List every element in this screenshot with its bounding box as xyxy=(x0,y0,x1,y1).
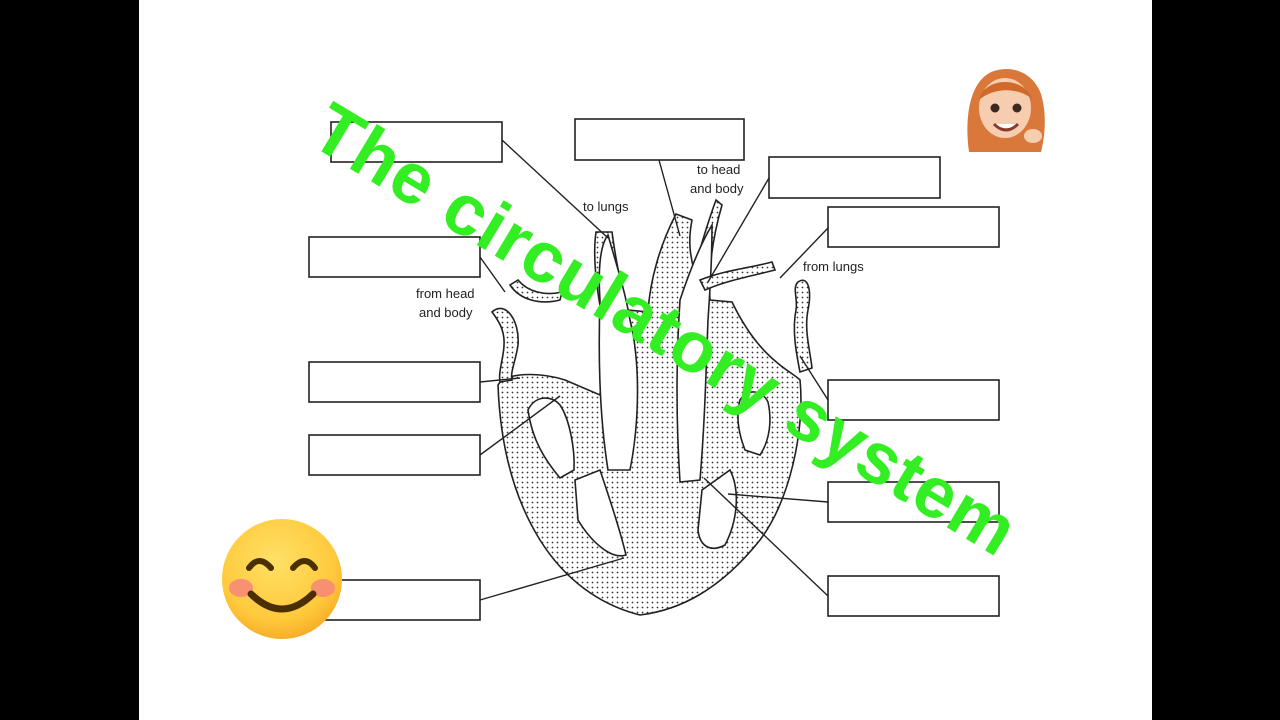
leader-line xyxy=(479,395,561,456)
label-from-head-body: and body xyxy=(419,305,473,320)
answer-box[interactable] xyxy=(574,118,745,161)
answer-box[interactable] xyxy=(827,481,1000,523)
smiling-face-emoji xyxy=(222,519,342,639)
label-to-head: to head xyxy=(697,162,740,177)
leader-line xyxy=(779,227,829,279)
leader-line xyxy=(479,256,506,293)
label-from-lungs: from lungs xyxy=(803,259,864,274)
vessel-right-branch xyxy=(698,261,777,292)
leader-line xyxy=(479,557,625,601)
right-atrium xyxy=(527,397,575,480)
heart-diagram: to lungs to head and body from head and … xyxy=(308,118,1000,621)
leader-line xyxy=(479,377,521,383)
leader-line xyxy=(703,477,829,597)
label-to-lungs: to lungs xyxy=(583,199,629,214)
pulmonary-vein xyxy=(793,279,813,374)
left-ventricle xyxy=(697,468,738,549)
answer-box[interactable] xyxy=(827,206,1000,248)
answer-box[interactable] xyxy=(308,361,481,403)
memoji-avatar xyxy=(961,64,1049,152)
answer-box[interactable] xyxy=(827,379,1000,421)
label-from-head: from head xyxy=(416,286,475,301)
leader-line xyxy=(707,177,770,283)
left-atrium xyxy=(737,391,771,456)
answer-box[interactable] xyxy=(827,575,1000,617)
leader-line xyxy=(799,355,829,401)
leader-line xyxy=(727,493,829,503)
leader-line xyxy=(501,139,609,239)
vena-cava-upper xyxy=(490,307,519,383)
answer-box[interactable] xyxy=(308,434,481,476)
answer-box[interactable] xyxy=(330,121,503,163)
leader-line xyxy=(658,159,681,237)
label-to-head-body: and body xyxy=(690,181,744,196)
vessel-left-branch xyxy=(508,278,564,303)
answer-box[interactable] xyxy=(768,156,941,199)
aorta xyxy=(676,222,713,483)
right-ventricle xyxy=(574,468,627,557)
pulmonary-artery xyxy=(598,233,639,471)
